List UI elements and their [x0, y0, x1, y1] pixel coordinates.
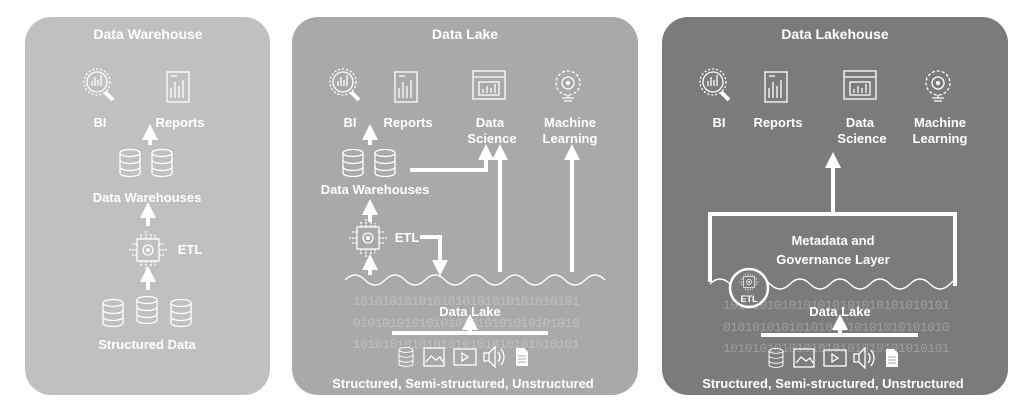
- label-machine: Machine: [914, 115, 966, 130]
- panel-data-lakehouse: Data Lakehouse BI Reports Data Science M…: [662, 17, 1008, 395]
- label-reports: Reports: [753, 115, 802, 130]
- label-data-lake: Data Lake: [439, 304, 500, 319]
- label-etl: ETL: [741, 294, 759, 304]
- panel-data-warehouse: Data Warehouse BI Reports Data Warehouse…: [25, 17, 270, 395]
- lake-wave: [344, 274, 606, 286]
- binary-row: 1010101010101010101010101010101: [353, 337, 580, 352]
- label-reports: Reports: [383, 115, 432, 130]
- label-bi: BI: [344, 115, 357, 130]
- panel-data-lake: Data Lake BI Reports Data Science Machin…: [292, 17, 638, 395]
- label-etl: ETL: [178, 242, 203, 257]
- arrow-to-data-science: [410, 144, 494, 172]
- label-metadata: Metadata and: [791, 233, 874, 248]
- panel-title: Data Warehouse: [93, 26, 202, 42]
- label-machine: Machine: [544, 115, 596, 130]
- binary-row: 0101010101010101010101010101010: [723, 320, 949, 335]
- label-data: Data: [476, 115, 505, 130]
- label-data: Data: [846, 115, 875, 130]
- label-reports: Reports: [155, 115, 204, 130]
- label-structured-data: Structured Data: [98, 337, 196, 352]
- binary-row: 1010101010101010101010101010101: [723, 298, 950, 313]
- arrow-etl-to-lake: [420, 235, 448, 276]
- etl-cycle-icon: [728, 267, 770, 309]
- label-learning: Learning: [543, 131, 598, 146]
- label-governance-layer: Governance Layer: [776, 252, 889, 267]
- label-science: Science: [467, 131, 516, 146]
- label-source-types: Structured, Semi-structured, Unstructure…: [332, 376, 594, 391]
- binary-row: 1010101010101010101010101010101: [723, 341, 950, 356]
- label-data-lake: Data Lake: [809, 304, 870, 319]
- label-source-types: Structured, Semi-structured, Unstructure…: [702, 376, 964, 391]
- label-bi: BI: [713, 115, 726, 130]
- label-learning: Learning: [913, 131, 968, 146]
- panel-title: Data Lake: [432, 26, 498, 42]
- label-etl: ETL: [395, 230, 420, 245]
- label-science: Science: [837, 131, 886, 146]
- label-bi: BI: [94, 115, 107, 130]
- panel-title: Data Lakehouse: [781, 26, 889, 42]
- binary-row: 1010101010101010101010101010101: [353, 294, 580, 309]
- label-data-warehouses: Data Warehouses: [321, 182, 430, 197]
- label-data-warehouses: Data Warehouses: [93, 190, 202, 205]
- metadata-layer-box: [708, 212, 957, 286]
